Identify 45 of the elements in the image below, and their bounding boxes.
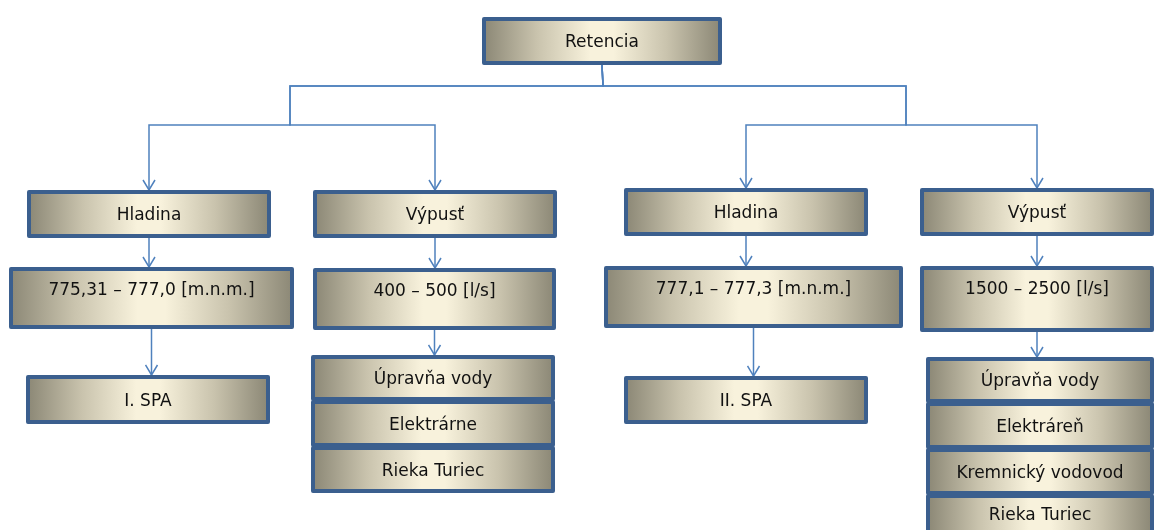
process-box <box>9 267 294 329</box>
arrow <box>739 235 753 267</box>
box-label: Výpusť <box>1007 202 1067 222</box>
process-box <box>482 17 722 65</box>
box-label: 1500 – 2500 [l/s] <box>965 278 1109 298</box>
process-box <box>311 400 555 447</box>
process-box <box>926 494 1154 530</box>
arrow <box>1030 331 1044 358</box>
box-label: Úpravňa vody <box>980 370 1100 390</box>
arrow <box>601 64 1044 189</box>
box-label: Hladina <box>116 204 182 224</box>
arrow <box>427 329 442 356</box>
arrow <box>142 237 156 268</box>
box-label: Hladina <box>713 202 779 222</box>
box-label: Úpravňa vody <box>373 368 493 388</box>
process-box <box>311 355 555 401</box>
arrow <box>144 328 159 376</box>
process-box <box>926 402 1154 449</box>
process-box <box>624 376 868 424</box>
process-box <box>311 446 555 493</box>
box-label: I. SPA <box>124 389 172 410</box>
box-label: Elektrárne <box>389 413 477 434</box>
box-label: 777,1 – 777,3 [m.n.m.] <box>655 278 852 298</box>
box-label: Kremnický vodovod <box>956 461 1124 482</box>
process-box <box>604 266 903 328</box>
process-box <box>920 188 1154 236</box>
arrow <box>1030 235 1044 267</box>
process-box <box>926 448 1154 495</box>
process-box <box>926 357 1154 403</box>
arrow <box>428 237 442 269</box>
box-label: 400 – 500 [l/s] <box>373 280 496 300</box>
box-label: 775,31 – 777,0 [m.n.m.] <box>48 279 255 299</box>
box-label: Rieka Turiec <box>988 504 1092 524</box>
process-box <box>920 266 1154 332</box>
process-box <box>624 188 868 236</box>
process-box <box>313 190 557 238</box>
box-label: Elektráreň <box>996 415 1084 436</box>
process-box <box>26 375 270 424</box>
box-label: Výpusť <box>405 204 465 224</box>
box-label: II. SPA <box>719 390 773 410</box>
box-label: Retencia <box>565 31 639 51</box>
process-box <box>27 190 271 238</box>
process-box <box>313 268 556 330</box>
arrow <box>746 327 761 377</box>
box-label: Rieka Turiec <box>381 459 485 480</box>
